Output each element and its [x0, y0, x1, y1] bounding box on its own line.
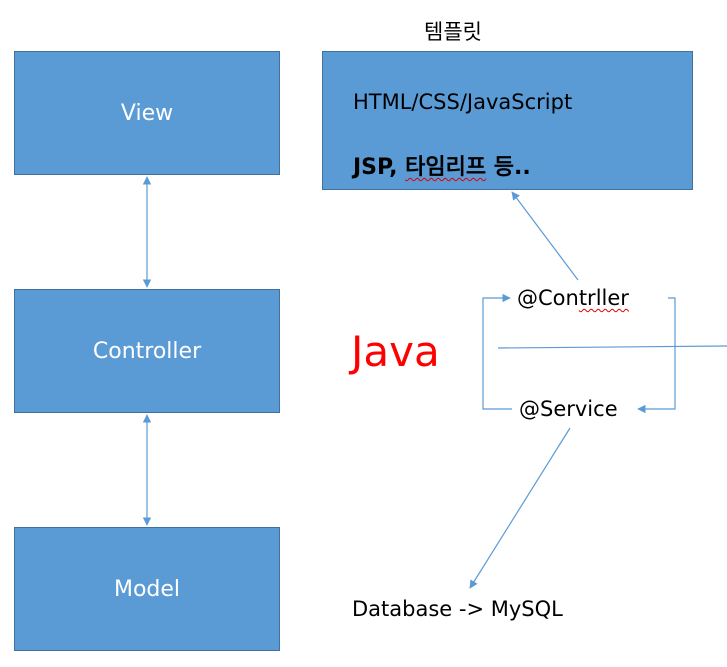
view-label: View — [120, 100, 174, 126]
template-tech-line: HTML/CSS/JavaScript — [353, 90, 573, 114]
template-engine-prefix: JSP, — [353, 155, 406, 180]
controller-annotation: @Contrller — [517, 286, 629, 310]
template-box: HTML/CSS/JavaScript JSP, 타임리프 등.. — [322, 51, 693, 190]
controller-box: Controller — [14, 289, 280, 413]
controller-service-loop — [637, 297, 676, 414]
controller-to-template-arrow — [511, 191, 579, 281]
thymeleaf-text: 타임리프 — [405, 155, 487, 180]
model-label: Model — [113, 576, 181, 602]
java-label: Java — [351, 327, 440, 376]
view-box: View — [14, 51, 280, 175]
template-title: 템플릿 — [424, 20, 482, 44]
model-box: Model — [14, 527, 280, 651]
service-annotation: @Service — [519, 397, 618, 421]
controller-annotation-misspelled: trller — [578, 286, 629, 310]
java-divider-line — [497, 345, 727, 349]
controller-label: Controller — [92, 338, 202, 364]
service-controller-loop — [482, 293, 512, 410]
database-label: Database -> MySQL — [352, 597, 563, 621]
service-to-database-arrow — [469, 427, 571, 589]
template-engine-suffix: 등.. — [486, 155, 531, 180]
template-engine-line: JSP, 타임리프 등.. — [353, 149, 531, 181]
controller-annotation-prefix: @Con — [517, 286, 579, 310]
